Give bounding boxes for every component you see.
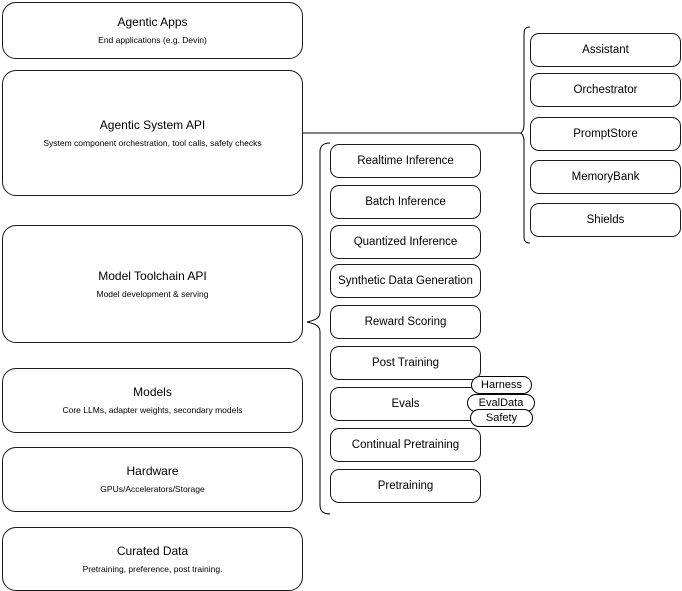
- capability-box-synthetic-data-generation[interactable]: Synthetic Data Generation: [330, 264, 481, 298]
- component-label: Assistant: [582, 43, 629, 56]
- component-box-memorybank[interactable]: MemoryBank: [530, 160, 681, 194]
- layer-subtitle: Core LLMs, adapter weights, secondary mo…: [62, 405, 243, 416]
- layer-title: Curated Data: [116, 543, 189, 558]
- layer-box-curated-data[interactable]: Curated Data Pretraining, preference, po…: [2, 527, 303, 591]
- component-label: Orchestrator: [573, 83, 638, 96]
- capability-label: Batch Inference: [365, 195, 446, 208]
- eval-chip-safety[interactable]: Safety: [470, 409, 533, 427]
- capability-box-realtime-inference[interactable]: Realtime Inference: [330, 144, 481, 178]
- layer-title: Models: [133, 385, 172, 400]
- eval-chip-harness[interactable]: Harness: [471, 376, 532, 394]
- capability-label: Evals: [391, 397, 420, 410]
- component-box-assistant[interactable]: Assistant: [530, 33, 681, 67]
- capability-label: Synthetic Data Generation: [338, 274, 473, 287]
- capability-box-batch-inference[interactable]: Batch Inference: [330, 185, 481, 219]
- capability-box-post-training[interactable]: Post Training: [330, 346, 481, 380]
- brace-system-components: [520, 26, 531, 244]
- layer-subtitle: Model development & serving: [96, 288, 209, 299]
- layer-box-agentic-apps[interactable]: Agentic Apps End applications (e.g. Devi…: [2, 2, 303, 59]
- layer-box-hardware[interactable]: Hardware GPUs/Accelerators/Storage: [2, 447, 303, 512]
- eval-chip-label: EvalData: [478, 396, 524, 409]
- capability-label: Reward Scoring: [364, 315, 447, 328]
- layer-title: Model Toolchain API: [98, 268, 207, 283]
- layer-title: Hardware: [126, 464, 179, 479]
- capability-box-continual-pretraining[interactable]: Continual Pretraining: [330, 428, 481, 462]
- capability-label: Post Training: [371, 356, 440, 369]
- layer-subtitle: GPUs/Accelerators/Storage: [100, 484, 205, 495]
- eval-chip-label: Harness: [481, 378, 522, 391]
- capability-box-quantized-inference[interactable]: Quantized Inference: [330, 225, 481, 259]
- layer-title: Agentic System API: [99, 117, 206, 132]
- eval-chip-label: Safety: [485, 411, 518, 424]
- component-label: PromptStore: [573, 127, 638, 140]
- layer-subtitle: Pretraining, preference, post training.: [82, 563, 223, 574]
- brace-toolchain-capabilities: [306, 142, 331, 515]
- layer-subtitle: End applications (e.g. Devin): [98, 35, 207, 46]
- component-box-shields[interactable]: Shields: [530, 203, 681, 237]
- layer-subtitle: System component orchestration, tool cal…: [43, 137, 262, 148]
- capability-label: Quantized Inference: [353, 235, 458, 248]
- layer-box-models[interactable]: Models Core LLMs, adapter weights, secon…: [2, 368, 303, 433]
- layer-box-agentic-system-api[interactable]: Agentic System API System component orch…: [2, 70, 303, 196]
- capability-box-evals[interactable]: Evals: [330, 387, 481, 421]
- capability-label: Continual Pretraining: [351, 438, 460, 451]
- layer-title: Agentic Apps: [117, 15, 188, 30]
- capability-box-reward-scoring[interactable]: Reward Scoring: [330, 305, 481, 339]
- capability-label: Realtime Inference: [357, 154, 454, 167]
- layer-box-model-toolchain-api[interactable]: Model Toolchain API Model development & …: [2, 225, 303, 343]
- component-label: MemoryBank: [571, 170, 640, 183]
- capability-label: Pretraining: [377, 479, 434, 492]
- component-label: Shields: [586, 213, 625, 226]
- capability-box-pretraining[interactable]: Pretraining: [330, 469, 481, 503]
- component-box-orchestrator[interactable]: Orchestrator: [530, 73, 681, 107]
- component-box-promptstore[interactable]: PromptStore: [530, 117, 681, 151]
